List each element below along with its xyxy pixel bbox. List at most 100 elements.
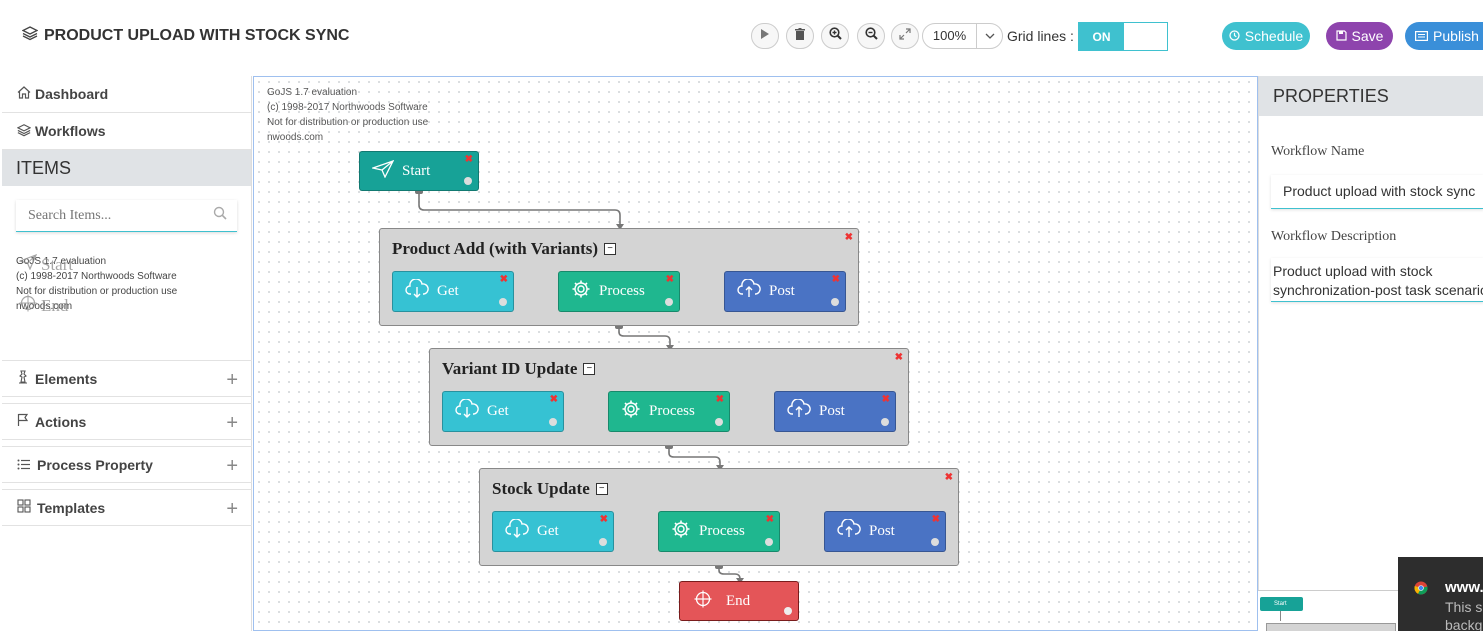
close-icon[interactable]: ✖ — [844, 232, 853, 243]
item-palette: GoJS 1.7 evaluation (c) 1998-2017 Northw… — [2, 232, 251, 342]
process-node[interactable]: Process ✖ — [658, 511, 780, 552]
canvas-watermark: GoJS 1.7 evaluation (c) 1998-2017 Northw… — [267, 87, 429, 143]
properties-header: PROPERTIES — [1259, 76, 1483, 116]
diagram-overview[interactable]: Start — [1258, 590, 1398, 631]
zoom-in-button[interactable] — [821, 23, 849, 49]
end-node[interactable]: End — [679, 581, 799, 621]
plus-icon[interactable]: + — [226, 498, 238, 520]
close-icon[interactable]: ✖ — [665, 274, 674, 285]
collapse-icon[interactable]: − — [604, 243, 617, 255]
zoom-out-icon — [864, 27, 878, 45]
home-icon — [17, 86, 31, 102]
close-icon[interactable]: ✖ — [831, 274, 840, 285]
cloud-upload-icon — [737, 278, 761, 304]
palette-start-item[interactable]: Start — [18, 253, 73, 275]
notification-toast[interactable]: www. This s backg — [1398, 557, 1483, 631]
sidebar: Dashboard Workflows ITEMS GoJS 1.7 evalu… — [2, 76, 252, 631]
gear-icon — [671, 519, 691, 544]
fit-screen-button[interactable] — [891, 23, 919, 49]
close-icon[interactable]: ✖ — [881, 394, 890, 405]
search-box[interactable] — [16, 200, 237, 232]
close-icon[interactable]: ✖ — [715, 394, 724, 405]
publish-icon — [1415, 28, 1429, 44]
send-icon — [18, 253, 38, 275]
start-node[interactable]: Start ✖ — [359, 151, 479, 191]
gear-icon — [571, 279, 591, 304]
post-node[interactable]: Post ✖ — [824, 511, 946, 552]
post-node[interactable]: Post ✖ — [774, 391, 896, 432]
floppy-icon — [1335, 28, 1347, 44]
process-node[interactable]: Process ✖ — [558, 271, 680, 312]
notification-line-2: backg — [1445, 617, 1483, 631]
play-icon — [760, 27, 770, 45]
plus-icon[interactable]: + — [226, 455, 238, 477]
close-icon[interactable]: ✖ — [549, 394, 558, 405]
close-icon[interactable]: ✖ — [894, 352, 903, 363]
port-dot[interactable] — [765, 538, 773, 546]
list-icon — [17, 457, 31, 473]
close-icon[interactable]: ✖ — [944, 472, 953, 483]
close-icon[interactable]: ✖ — [464, 154, 473, 165]
post-node[interactable]: Post ✖ — [724, 271, 846, 312]
get-node[interactable]: Get ✖ — [492, 511, 614, 552]
accordion-actions[interactable]: Actions + — [2, 403, 252, 440]
publish-button[interactable]: Publish — [1405, 22, 1483, 50]
collapse-icon[interactable]: − — [583, 363, 596, 375]
plus-icon[interactable]: + — [226, 412, 238, 434]
accordion-process-property[interactable]: Process Property + — [2, 446, 252, 483]
accordion-elements[interactable]: Elements + — [2, 360, 252, 397]
collapse-icon[interactable]: − — [595, 483, 608, 495]
accordion-templates[interactable]: Templates + — [2, 489, 252, 526]
workflow-description-field[interactable]: Product upload with stock synchronizatio… — [1271, 258, 1483, 302]
get-node[interactable]: Get ✖ — [392, 271, 514, 312]
group-title: Product Add (with Variants) — [392, 239, 599, 258]
search-icon[interactable] — [213, 206, 227, 225]
get-node[interactable]: Get ✖ — [442, 391, 564, 432]
flag-icon — [17, 413, 29, 430]
schedule-button[interactable]: Schedule — [1222, 22, 1310, 50]
sidebar-item-dashboard[interactable]: Dashboard — [2, 76, 251, 113]
chess-icon — [17, 370, 29, 387]
workflow-name-field[interactable]: Product upload with stock sync — [1271, 175, 1483, 209]
port-dot[interactable] — [831, 298, 839, 306]
diagram-canvas[interactable]: GoJS 1.7 evaluation (c) 1998-2017 Northw… — [253, 76, 1258, 631]
plus-icon[interactable]: + — [226, 369, 238, 391]
cloud-download-icon — [405, 278, 429, 304]
toggle-on-label: ON — [1079, 23, 1124, 50]
close-icon[interactable]: ✖ — [599, 514, 608, 525]
zoom-select[interactable]: 100% — [922, 23, 1003, 49]
port-dot[interactable] — [784, 607, 792, 615]
palette-end-item[interactable]: End — [19, 294, 68, 317]
port-dot[interactable] — [599, 538, 607, 546]
port-dot[interactable] — [549, 418, 557, 426]
close-icon[interactable]: ✖ — [765, 514, 774, 525]
port-dot[interactable] — [931, 538, 939, 546]
port-dot[interactable] — [464, 177, 472, 185]
cloud-upload-icon — [787, 398, 811, 424]
process-node[interactable]: Process ✖ — [608, 391, 730, 432]
expand-icon — [899, 27, 911, 45]
crosshair-icon — [19, 294, 37, 317]
palette-watermark: GoJS 1.7 evaluation (c) 1998-2017 Northw… — [16, 256, 178, 312]
layers-icon — [16, 123, 32, 140]
run-button[interactable] — [751, 23, 779, 49]
close-icon[interactable]: ✖ — [499, 274, 508, 285]
save-button[interactable]: Save — [1326, 22, 1393, 50]
zoom-out-button[interactable] — [857, 23, 885, 49]
gear-icon — [621, 399, 641, 424]
delete-button[interactable] — [786, 23, 814, 49]
grid-lines-toggle[interactable]: ON — [1078, 22, 1168, 51]
close-icon[interactable]: ✖ — [931, 514, 940, 525]
port-dot[interactable] — [715, 418, 723, 426]
group-title: Variant ID Update — [442, 359, 578, 378]
cloud-download-icon — [505, 518, 529, 544]
properties-panel: PROPERTIES Workflow Name Product upload … — [1258, 76, 1483, 631]
search-input[interactable] — [28, 207, 198, 224]
sidebar-item-workflows[interactable]: Workflows — [2, 113, 251, 150]
workflow-name-label: Workflow Name — [1271, 144, 1365, 159]
chevron-down-icon — [977, 33, 1002, 39]
grid-icon — [17, 499, 31, 516]
port-dot[interactable] — [665, 298, 673, 306]
port-dot[interactable] — [499, 298, 507, 306]
port-dot[interactable] — [881, 418, 889, 426]
